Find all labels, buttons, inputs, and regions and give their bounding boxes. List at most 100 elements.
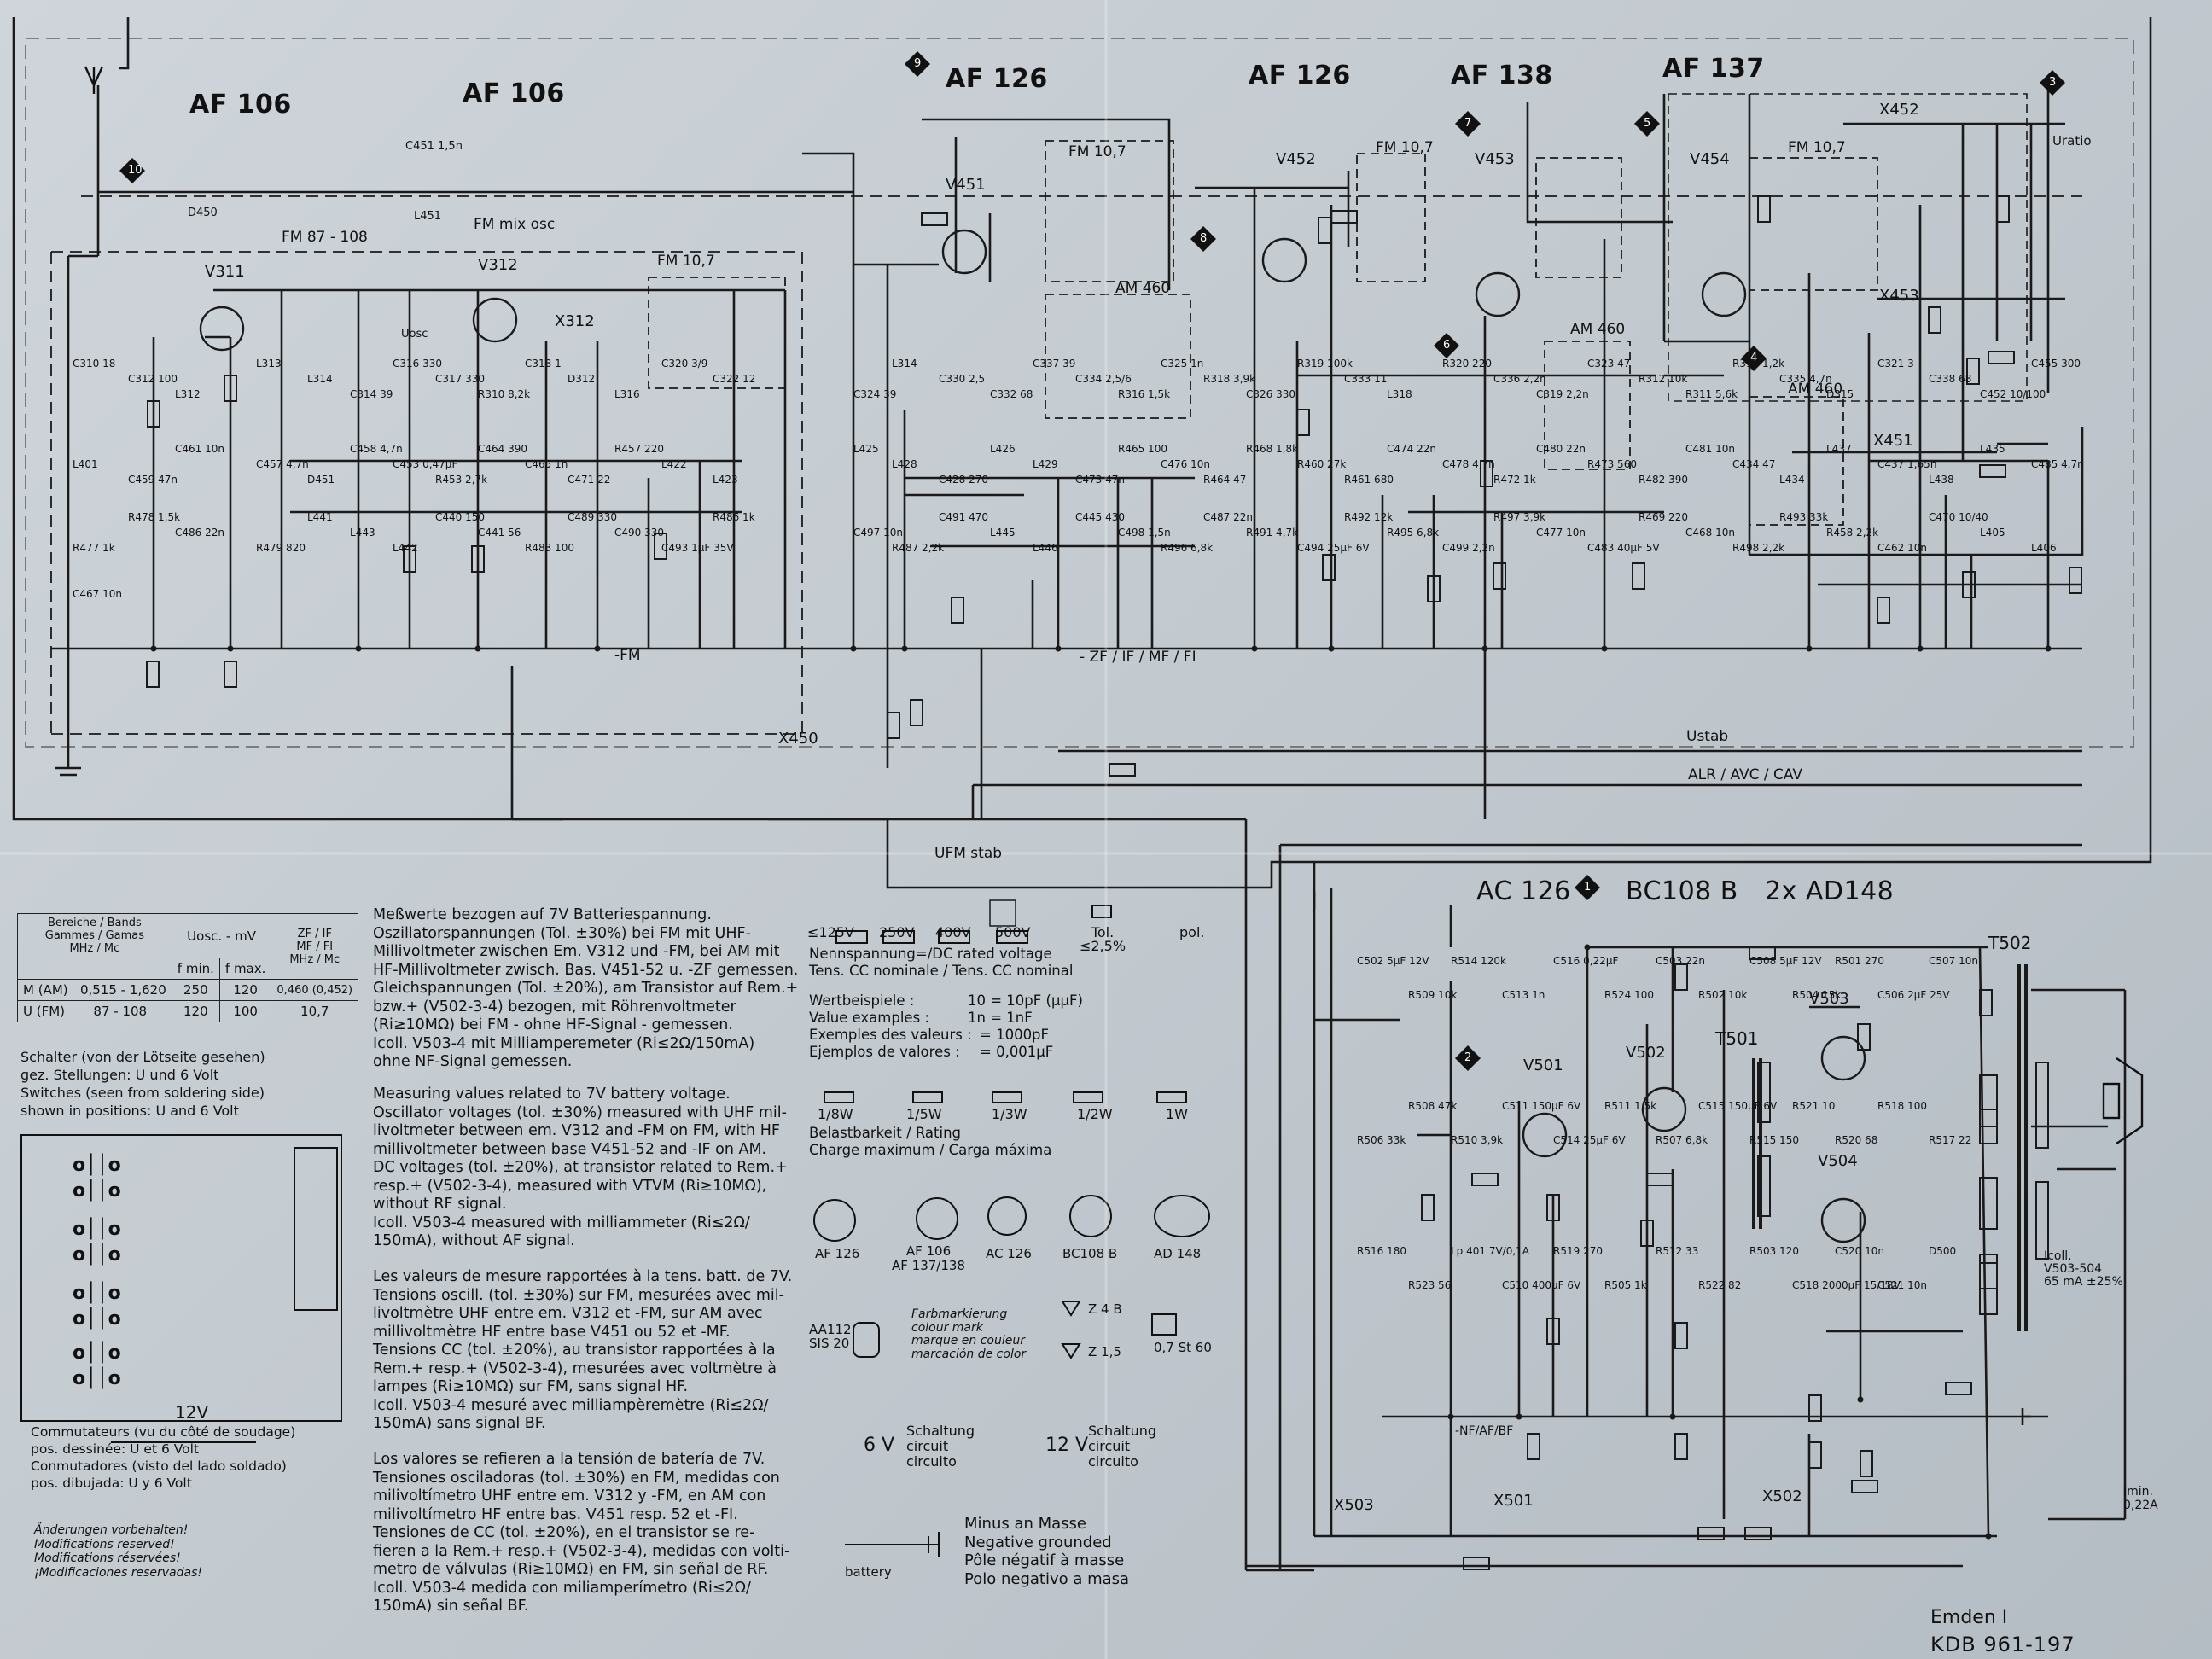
component-label: C521 10n xyxy=(1877,1279,1927,1291)
component-label: R486 1k xyxy=(713,511,755,523)
component-label: R469 220 xyxy=(1639,511,1688,523)
component-label: L438 xyxy=(1929,474,1954,486)
label-ustab: Ustab xyxy=(1686,728,1729,745)
component-label: C478 4,7n xyxy=(1442,458,1495,470)
component-label: L425 xyxy=(853,443,879,455)
cap-legend-250v: 250V xyxy=(879,924,915,940)
marker-7: 7 xyxy=(1464,117,1472,130)
switch-contact-pair: o││o xyxy=(73,1342,121,1364)
component-label: R478 1,5k xyxy=(128,511,181,523)
component-label: R493 33k xyxy=(1779,511,1829,523)
ground-text: Minus an Masse Negative grounded Pôle né… xyxy=(964,1515,1130,1588)
component-label: D312 xyxy=(568,373,596,385)
component-label: L423 xyxy=(713,474,738,486)
component-label: R492 12k xyxy=(1344,511,1394,523)
component-label: C333 11 xyxy=(1344,373,1388,385)
diode-z15: Z 1,5 xyxy=(1088,1344,1121,1359)
component-label: R501 270 xyxy=(1835,955,1884,967)
component-label: C457 4,7n xyxy=(256,458,309,470)
example-value-3: = 1000pF xyxy=(980,1027,1050,1043)
component-label: C336 2,2n xyxy=(1493,373,1546,385)
package-ad148: AD 148 xyxy=(1154,1246,1202,1261)
component-label: C338 68 xyxy=(1929,373,1972,385)
component-label: C474 22n xyxy=(1387,443,1436,455)
component-label: C455 300 xyxy=(2031,358,2081,370)
circuit-12v-text: Schaltung circuit circuito xyxy=(1088,1423,1157,1470)
component-label: C440 150 xyxy=(435,511,486,523)
component-label: C428 270 xyxy=(939,474,989,486)
package-af126: AF 126 xyxy=(815,1246,860,1261)
measure-text-fr: Les valeurs de mesure rapportées à la te… xyxy=(373,1268,793,1432)
component-label: R516 180 xyxy=(1357,1245,1406,1257)
component-label: C493 1µF 35V xyxy=(661,542,734,554)
measure-text-es: Los valores se refieren a la tensión de … xyxy=(373,1451,790,1615)
rating-1-8w: 1/8W xyxy=(818,1106,853,1122)
stage-x451: X451 xyxy=(1873,432,1913,450)
component-label: C453 0,47µF xyxy=(393,458,458,470)
example-value-2: 1n = 1nF xyxy=(968,1010,1033,1026)
component-label: R320 220 xyxy=(1442,358,1492,370)
component-label: R519 270 xyxy=(1553,1245,1603,1257)
component-label: C437 1,65n xyxy=(1877,458,1937,470)
rating-1-3w: 1/3W xyxy=(992,1106,1027,1122)
component-label: R514 120k xyxy=(1451,955,1506,967)
component-label: R496 6,8k xyxy=(1161,542,1214,554)
component-label: C334 2,5/6 xyxy=(1075,373,1132,385)
component-label: C506 2µF 25V xyxy=(1877,989,1950,1001)
component-label: R504 15k xyxy=(1792,989,1842,1001)
rating-1-2w: 1/2W xyxy=(1077,1106,1113,1122)
component-label: R515 150 xyxy=(1749,1134,1799,1146)
component-label: R312 10k xyxy=(1639,373,1688,385)
component-label: R502 10k xyxy=(1698,989,1748,1001)
component-label: C464 390 xyxy=(478,443,528,455)
marker-8: 8 xyxy=(1200,232,1208,245)
table-row: M (AM) 0,515 - 1,620 250 120 0,460 (0,45… xyxy=(17,979,359,1001)
component-label: R464 47 xyxy=(1203,474,1247,486)
component-label: C326 330 xyxy=(1246,388,1296,400)
component-label: L422 xyxy=(661,458,687,470)
label-uosc: Uosc xyxy=(401,328,428,341)
component-label: D451 xyxy=(307,474,335,486)
transistor-label-af126-2: AF 126 xyxy=(1249,61,1351,90)
example-label-fr: Exemples des valeurs : xyxy=(809,1027,972,1043)
component-label: C462 10n xyxy=(1877,542,1927,554)
stage-x502: X502 xyxy=(1762,1487,1802,1505)
component-label: C337 39 xyxy=(1033,358,1076,370)
reserved-notes: Änderungen vorbehalten! Modifications re… xyxy=(34,1523,203,1580)
switch-12v-label: 12V xyxy=(175,1402,209,1423)
component-label: L446 xyxy=(1033,542,1058,554)
component-label: L314 xyxy=(307,373,333,385)
component-label: R517 22 xyxy=(1929,1134,1972,1146)
component-label: L428 xyxy=(892,458,917,470)
component-label: R507 6,8k xyxy=(1656,1134,1708,1146)
component-label: C480 22n xyxy=(1536,443,1586,455)
stage-v502: V502 xyxy=(1626,1044,1666,1062)
label-fm107-1: FM 10,7 xyxy=(657,253,715,270)
component-label: C324 39 xyxy=(853,388,897,400)
component-label: C320 3/9 xyxy=(661,358,708,370)
component-label: R505 1k xyxy=(1604,1279,1647,1291)
component-label: D500 xyxy=(1929,1245,1957,1257)
transistor-label-af137: AF 137 xyxy=(1662,54,1765,84)
component-label: R503 120 xyxy=(1749,1245,1799,1257)
label-minus-fm: -FM xyxy=(614,647,641,664)
component-label: R487 2,2k xyxy=(892,542,945,554)
label-d450: D450 xyxy=(188,207,218,219)
nf-label: -NF/AF/BF xyxy=(1455,1424,1514,1438)
transistor-label-af106-2: AF 106 xyxy=(463,79,565,108)
component-label: R458 2,2k xyxy=(1826,527,1879,538)
diode-aa112: AA112 SIS 20 xyxy=(809,1322,852,1351)
component-label: L316 xyxy=(614,388,640,400)
label-am460-1: AM 460 xyxy=(1115,280,1171,297)
component-label: C330 2,5 xyxy=(939,373,986,385)
stage-v501: V501 xyxy=(1523,1057,1563,1074)
component-label: R511 1,5k xyxy=(1604,1100,1657,1112)
component-label: C314 39 xyxy=(350,388,393,400)
component-label: R472 1k xyxy=(1493,474,1536,486)
component-label: C477 10n xyxy=(1536,527,1586,538)
stage-v453: V453 xyxy=(1475,150,1515,168)
component-label: L406 xyxy=(2031,542,2057,554)
component-label: C471 22 xyxy=(568,474,611,486)
label-l451: L451 xyxy=(414,210,442,223)
